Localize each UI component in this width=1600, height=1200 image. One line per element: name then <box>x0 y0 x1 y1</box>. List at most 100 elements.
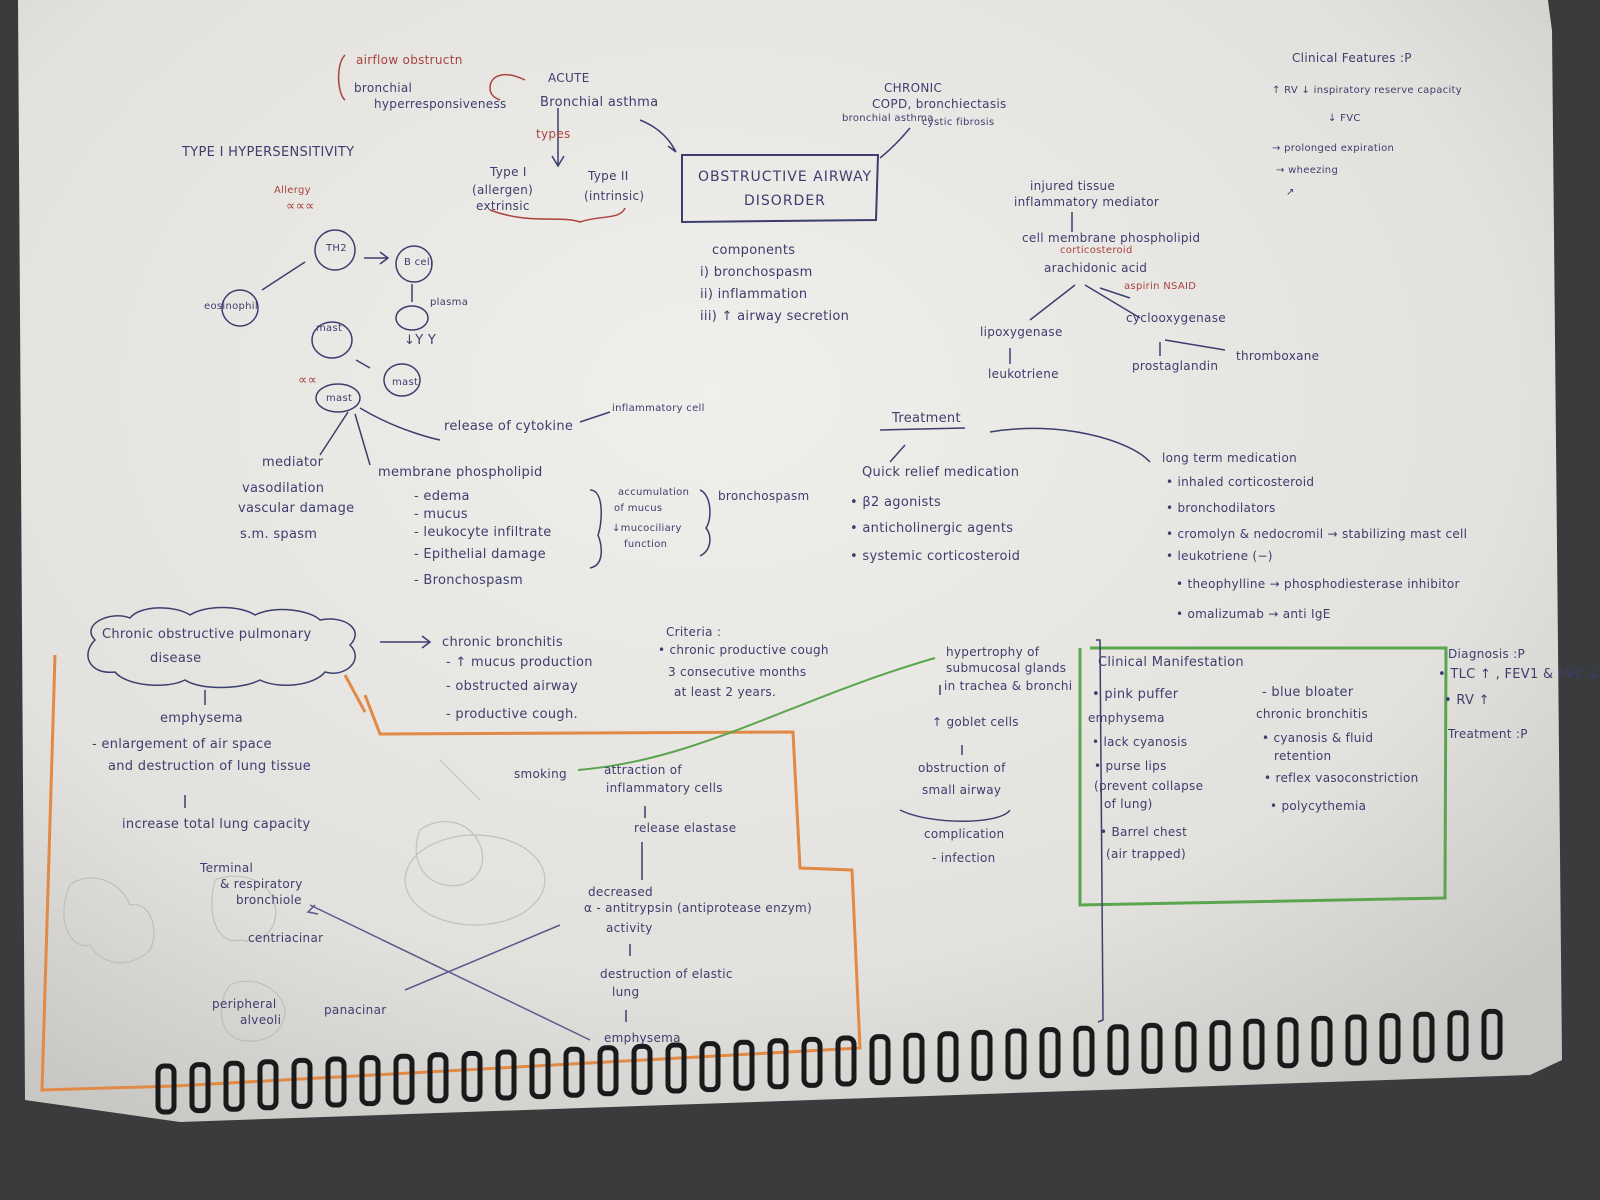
hypertrophy-line2: submucosal glands <box>946 661 1067 675</box>
smoking-arrows <box>625 806 646 1022</box>
binding-ring <box>1073 1025 1095 1077</box>
binding-ring <box>189 1062 211 1114</box>
obstruction-line2: small airway <box>922 783 1002 797</box>
panacinar-label: panacinar <box>324 1003 387 1017</box>
sm-spasm-label: s.m. spasm <box>240 527 318 542</box>
prostaglandin-label: prostaglandin <box>1132 359 1219 373</box>
mucociliary-line1: ↓mucociliary <box>612 523 682 534</box>
infection-label: - infection <box>932 851 996 865</box>
injured-tissue-label: injured tissue <box>1030 179 1116 193</box>
quick-item-1: • β2 agonists <box>850 495 942 510</box>
binding-ring <box>1379 1013 1401 1065</box>
long-item-1: • inhaled corticosteroid <box>1166 475 1315 489</box>
copd-cloud-line1: Chronic obstructive pulmonary <box>102 627 312 642</box>
eosinophil-circle <box>221 289 259 327</box>
criteria-1: • chronic productive cough <box>658 643 829 657</box>
hyperresponsiveness-label: hyperresponsiveness <box>374 97 507 111</box>
plasma-cell-shape <box>395 305 429 331</box>
bcell-circle <box>395 245 433 283</box>
component-1: i) bronchospasm <box>700 265 813 280</box>
binding-ring <box>1243 1018 1265 1070</box>
hypertrophy-line1: hypertrophy of <box>946 645 1040 659</box>
smoking-label: smoking <box>514 767 567 781</box>
manifestation-e5: • Barrel chest <box>1100 825 1188 839</box>
manifestation-e6: (air trapped) <box>1106 847 1186 861</box>
quick-item-2: • anticholinergic agents <box>850 521 1014 536</box>
binding-ring <box>257 1059 279 1111</box>
eosinophil-label: eosinophil <box>204 301 258 312</box>
attraction-line2: inflammatory cells <box>606 781 723 795</box>
manifestation-title: Clinical Manifestation <box>1098 655 1244 670</box>
binding-ring <box>1447 1010 1469 1062</box>
type1-label: Type I <box>490 165 527 179</box>
manifestation-e1: • lack cyanosis <box>1092 735 1188 749</box>
cystic-fibrosis-label: cystic fibrosis <box>922 117 995 128</box>
vasodilation-label: vasodilation <box>242 481 325 496</box>
complication-label: complication <box>924 827 1005 841</box>
destruction-line2: lung <box>612 985 640 999</box>
quick-relief-label: Quick relief medication <box>862 465 1020 480</box>
binding-ring <box>1005 1028 1027 1080</box>
attraction-line1: attraction of <box>604 763 682 777</box>
blue-bloater-label: - blue bloater <box>1262 685 1354 700</box>
binding-ring <box>835 1035 857 1087</box>
criteria-3: at least 2 years. <box>674 685 777 699</box>
binding-ring <box>1345 1014 1367 1066</box>
terminal-line2: & respiratory <box>220 877 303 891</box>
manifestation-c4: • polycythemia <box>1270 799 1367 813</box>
treatment-title: Treatment <box>892 411 961 426</box>
mast-label-3: mast <box>326 393 353 404</box>
mast-cell-shape-2 <box>383 363 421 397</box>
long-item-5: • theophylline → phosphodiesterase inhib… <box>1176 577 1460 591</box>
type1-extrinsic: extrinsic <box>476 199 530 213</box>
binding-ring <box>699 1041 721 1093</box>
binding-ring <box>937 1031 959 1083</box>
clinical-feature-2: ↓ FVC <box>1328 113 1361 124</box>
bronchial-label: bronchial <box>354 81 413 95</box>
component-3: iii) ↑ airway secretion <box>700 309 850 324</box>
treatment-underline <box>879 427 966 431</box>
bronchial-asthma-small: bronchial asthma <box>842 113 934 124</box>
binding-ring <box>1107 1024 1129 1076</box>
bronchospasm-item: - Bronchospasm <box>414 573 523 588</box>
binding-ring <box>325 1056 347 1108</box>
mucociliary-line2: function <box>624 539 668 550</box>
desk-corner <box>1548 0 1600 90</box>
lipoxygenase-label: lipoxygenase <box>980 325 1063 339</box>
arachidonic-acid-label: arachidonic acid <box>1044 261 1148 275</box>
chronic-label: CHRONIC <box>884 81 943 95</box>
binding-ring <box>461 1050 483 1102</box>
binding-ring <box>597 1045 619 1097</box>
mast-cell-shape-3 <box>315 383 361 413</box>
chronic-bronchitis-3: - productive cough. <box>446 707 578 722</box>
peripheral-line1: peripheral <box>212 997 277 1011</box>
chronic-bronchitis-2: - obstructed airway <box>446 679 579 694</box>
clinical-feature-arrow: ↗ <box>1286 187 1295 198</box>
activity-label: activity <box>606 921 653 935</box>
edema-item: - edema <box>414 489 470 504</box>
increase-tlc-label: increase total lung capacity <box>122 817 311 832</box>
long-item-6: • omalizumab → anti IgE <box>1176 607 1331 621</box>
criteria-label: Criteria : <box>666 625 722 639</box>
clinical-features-title: Clinical Features :P <box>1292 51 1412 65</box>
spiral-binding <box>155 1008 1503 1115</box>
th2-circle <box>314 229 356 271</box>
alpha-symbols: ∝∝∝ <box>286 199 315 214</box>
mast-label-1: mast <box>316 323 343 334</box>
antitrypsin-label: α - antitrypsin (antiprotease enzym) <box>584 901 812 915</box>
elastase-label: release elastase <box>634 821 737 835</box>
mast-cell-shape-1 <box>311 321 353 359</box>
binding-ring <box>631 1043 653 1095</box>
cross-lines <box>306 904 591 1041</box>
obstructive-box-line2: DISORDER <box>744 193 826 209</box>
manifestation-e3: (prevent collapse <box>1094 779 1204 793</box>
alpha-symbols-2: ∝∝ <box>298 373 318 388</box>
long-term-label: long term medication <box>1162 451 1297 465</box>
inflammatory-cell-label: inflammatory cell <box>612 403 705 414</box>
copd-cloud-line2: disease <box>150 651 202 666</box>
clinical-feature-3: → prolonged expiration <box>1272 143 1395 154</box>
emphysema-desc-1: - enlargement of air space <box>92 737 272 752</box>
diagnosis-item-2: • RV ↑ <box>1444 693 1490 708</box>
